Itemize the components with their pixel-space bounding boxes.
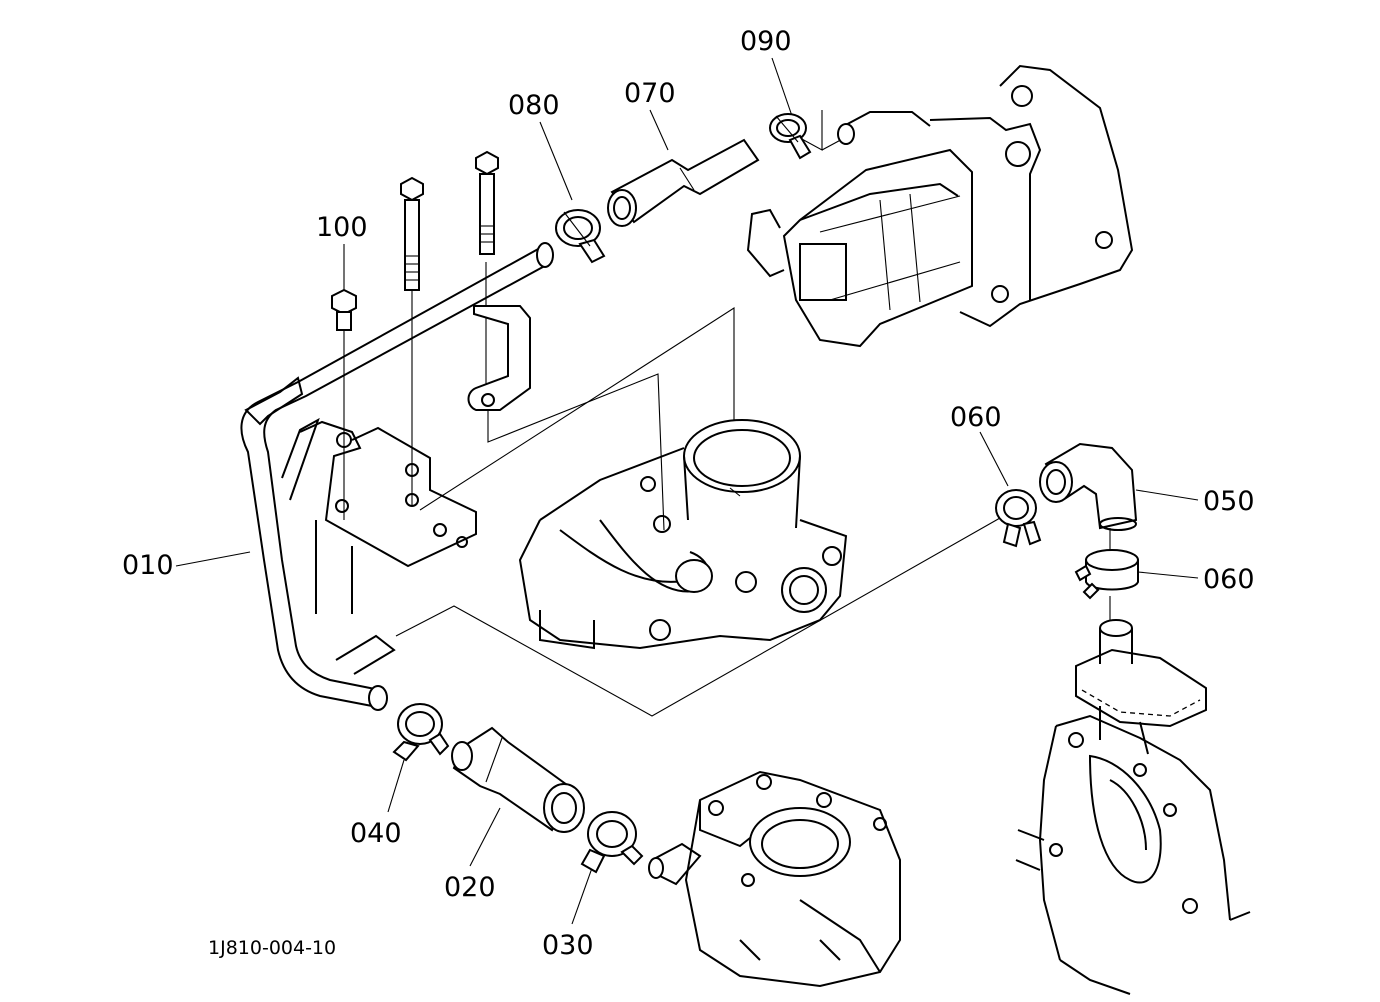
label-050[interactable]: 050 [1203,486,1255,517]
part-090-clamp [769,113,812,160]
part-060-clamp-upper [995,489,1042,548]
label-080[interactable]: 080 [508,90,560,121]
part-100-bolt [331,288,357,331]
label-060-upper[interactable]: 060 [950,402,1002,433]
mounting-plate [299,420,477,614]
bracket [467,305,531,411]
throttle-body [518,419,848,650]
water-outlet-housing [1015,619,1251,995]
label-090[interactable]: 090 [740,26,792,57]
part-030-clamp [580,811,644,874]
label-040[interactable]: 040 [350,818,402,849]
part-040-clamp [392,703,450,762]
part-080-clamp [555,209,606,264]
part-050-elbow-hose [1039,442,1138,531]
label-060-lower[interactable]: 060 [1203,564,1255,595]
part-070-hose [607,138,760,227]
thermostat-housing [648,770,901,988]
label-070[interactable]: 070 [624,78,676,109]
long-bolt-left [400,176,424,291]
label-010[interactable]: 010 [122,550,174,581]
label-020[interactable]: 020 [444,872,496,903]
figure-reference-code: 1J810-004-10 [208,937,336,959]
part-020-hose [451,726,585,833]
part-060-clamp-lower [1074,549,1139,600]
long-bolt-right [475,150,499,255]
label-100[interactable]: 100 [316,212,368,243]
egr-valve [746,64,1134,348]
label-030[interactable]: 030 [542,930,594,961]
leader-lines [175,57,1199,925]
part-010-water-pipe [240,242,554,711]
